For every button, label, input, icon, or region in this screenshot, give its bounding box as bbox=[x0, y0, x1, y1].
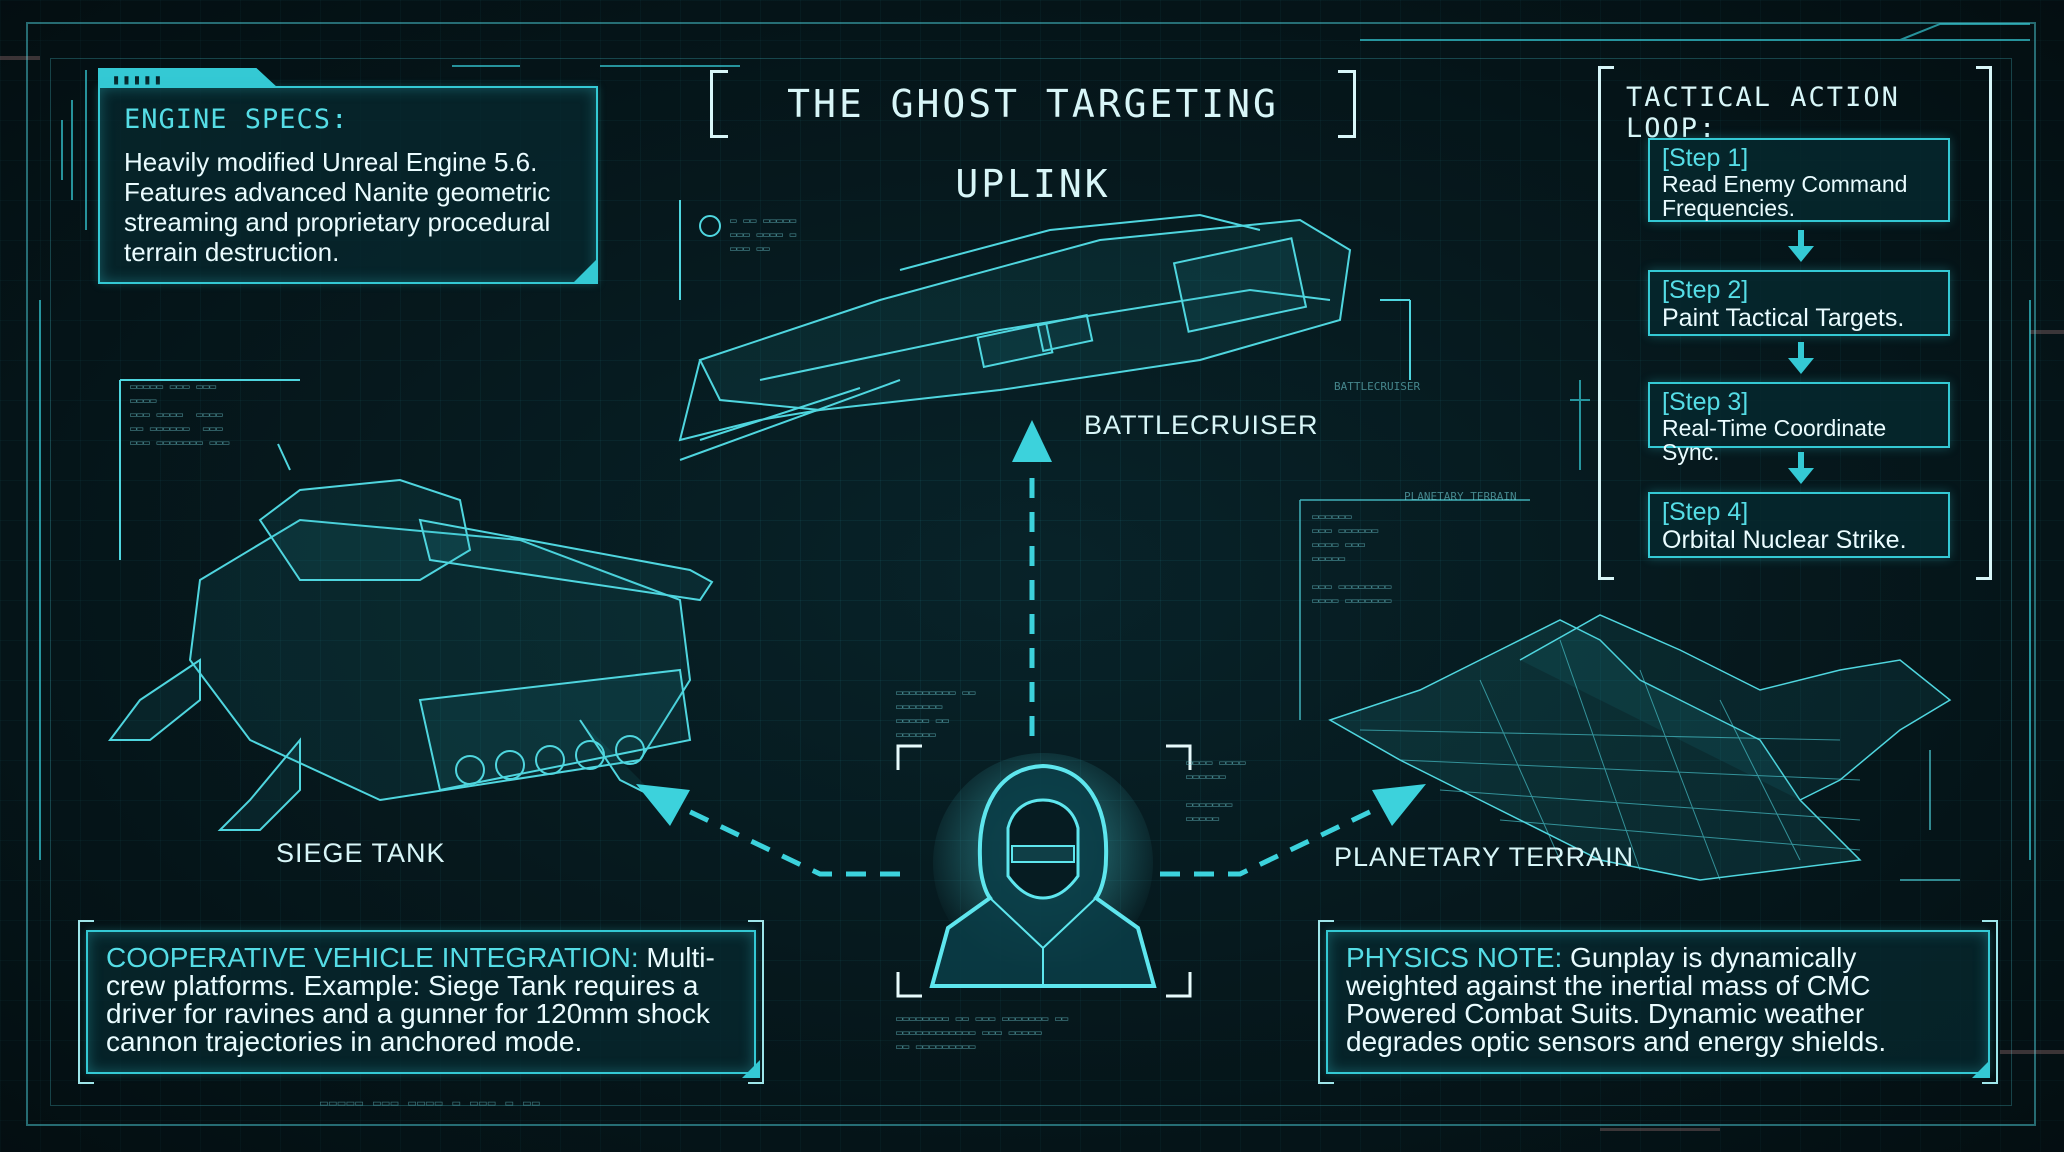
footer-readout: ▭▭▭▭▭ ▭▭▭ ▭▭▭▭ ▭ ▭▭▭ ▭ ▭▭ bbox=[320, 1096, 541, 1111]
operator-callout-bottom: ▭▭▭▭▭▭▭▭ ▭▭ ▭▭▭ ▭▭▭▭▭▭▭ ▭▭ ▭▭▭▭▭▭▭▭▭▭▭▭ … bbox=[896, 1012, 1069, 1053]
step-box-2: [Step 2] Paint Tactical Targets. bbox=[1648, 270, 1950, 336]
tactical-loop-panel: TACTICAL ACTION LOOP: [Step 1] Read Enem… bbox=[1598, 66, 1992, 580]
corner-marker bbox=[1972, 1060, 1990, 1078]
arrow-down-icon bbox=[1788, 230, 1814, 262]
cooperative-text: Multi-crew platforms. Example: Siege Tan… bbox=[106, 942, 715, 1057]
coop-bracket-left bbox=[78, 920, 94, 1084]
engine-specs-heading: ENGINE SPECS: bbox=[124, 104, 349, 135]
title-bracket-right bbox=[1338, 70, 1356, 138]
step-label: [Step 2] bbox=[1662, 276, 1749, 304]
loop-bracket-left bbox=[1598, 66, 1614, 580]
coop-bracket-right bbox=[748, 920, 764, 1084]
title-block: THE GHOST TARGETING UPLINK bbox=[708, 64, 1358, 206]
engine-specs-panel: ENGINE SPECS: Heavily modified Unreal En… bbox=[98, 86, 598, 284]
battlecruiser-label: BATTLECRUISER bbox=[1084, 410, 1319, 440]
terrain-small-label: PLANETARY TERRAIN bbox=[1404, 490, 1517, 503]
siege-tank-callout: ▭▭▭▭▭ ▭▭▭ ▭▭▭ ▭▭▭▭ ▭▭▭ ▭▭▭▭ ▭▭▭▭ ▭▭ ▭▭▭▭… bbox=[130, 380, 230, 449]
step-text: Orbital Nuclear Strike. bbox=[1662, 526, 1907, 554]
arrow-down-icon bbox=[1788, 342, 1814, 374]
loop-bracket-right bbox=[1976, 66, 1992, 580]
cooperative-key: COOPERATIVE VEHICLE INTEGRATION: bbox=[106, 942, 639, 973]
cooperative-integration-panel: COOPERATIVE VEHICLE INTEGRATION: Multi-c… bbox=[86, 930, 756, 1074]
arrow-down-icon bbox=[1788, 452, 1814, 484]
hud-inner-frame bbox=[50, 58, 2012, 1106]
page-title: THE GHOST TARGETING UPLINK bbox=[787, 82, 1279, 206]
step-text: Real-Time Coordinate Sync. bbox=[1662, 415, 1887, 465]
step-box-4: [Step 4] Orbital Nuclear Strike. bbox=[1648, 492, 1950, 558]
engine-specs-body: Heavily modified Unreal Engine 5.6. Feat… bbox=[124, 147, 551, 267]
physics-note-panel: PHYSICS NOTE: Gunplay is dynamically wei… bbox=[1326, 930, 1990, 1074]
battlecruiser-callout: ▭ ▭▭ ▭▭▭▭▭ ▭▭▭ ▭▭▭▭ ▭ ▭▭▭ ▭▭ bbox=[730, 214, 797, 255]
arrow-left-icon bbox=[636, 784, 690, 826]
step-text: Read Enemy Command Frequencies. bbox=[1662, 171, 1908, 221]
physics-text: Gunplay is dynamically weighted against … bbox=[1346, 942, 1887, 1057]
step-text: Paint Tactical Targets. bbox=[1662, 304, 1905, 332]
engine-tab bbox=[98, 68, 278, 88]
engine-tab-marks: ▮▮▮▮▮ bbox=[112, 72, 165, 88]
operator-callout-left: ▭▭▭▭▭▭▭▭▭ ▭▭ ▭▭▭▭▭▭▭ ▭▭▭▭▭ ▭▭ ▭▭▭▭▭▭ bbox=[896, 686, 976, 741]
step-label: [Step 1] bbox=[1662, 144, 1749, 172]
terrain-callout: ▭▭▭▭▭▭ ▭▭▭ ▭▭▭▭▭▭ ▭▭▭▭ ▭▭▭ ▭▭▭▭▭ ▭▭▭ ▭▭▭… bbox=[1312, 510, 1392, 607]
operator-callout-right: ▭▭▭▭ ▭▭▭▭ ▭▭▭▭▭▭ ▭▭▭▭▭▭▭ ▭▭▭▭▭ bbox=[1186, 756, 1246, 825]
corner-marker bbox=[742, 1060, 760, 1078]
hud-outer-frame bbox=[26, 22, 2036, 1126]
planetary-terrain-label: PLANETARY TERRAIN bbox=[1334, 842, 1635, 872]
arrow-up-icon bbox=[1012, 420, 1052, 462]
step-label: [Step 4] bbox=[1662, 498, 1749, 526]
battlecruiser-small-label: BATTLECRUISER bbox=[1334, 380, 1421, 393]
step-label: [Step 3] bbox=[1662, 388, 1749, 416]
siege-tank-label: SIEGE TANK bbox=[276, 838, 446, 868]
hooded-operator-icon bbox=[929, 753, 1157, 988]
physics-bracket-right bbox=[1982, 920, 1998, 1084]
step-box-3: [Step 3] Real-Time Coordinate Sync. bbox=[1648, 382, 1950, 464]
arrow-right-icon bbox=[1372, 784, 1426, 826]
step-box-1: [Step 1] Read Enemy Command Frequencies. bbox=[1648, 138, 1950, 222]
title-bracket-left bbox=[710, 70, 728, 138]
corner-marker bbox=[574, 260, 596, 282]
physics-bracket-left bbox=[1318, 920, 1334, 1084]
physics-key: PHYSICS NOTE: bbox=[1346, 942, 1563, 973]
